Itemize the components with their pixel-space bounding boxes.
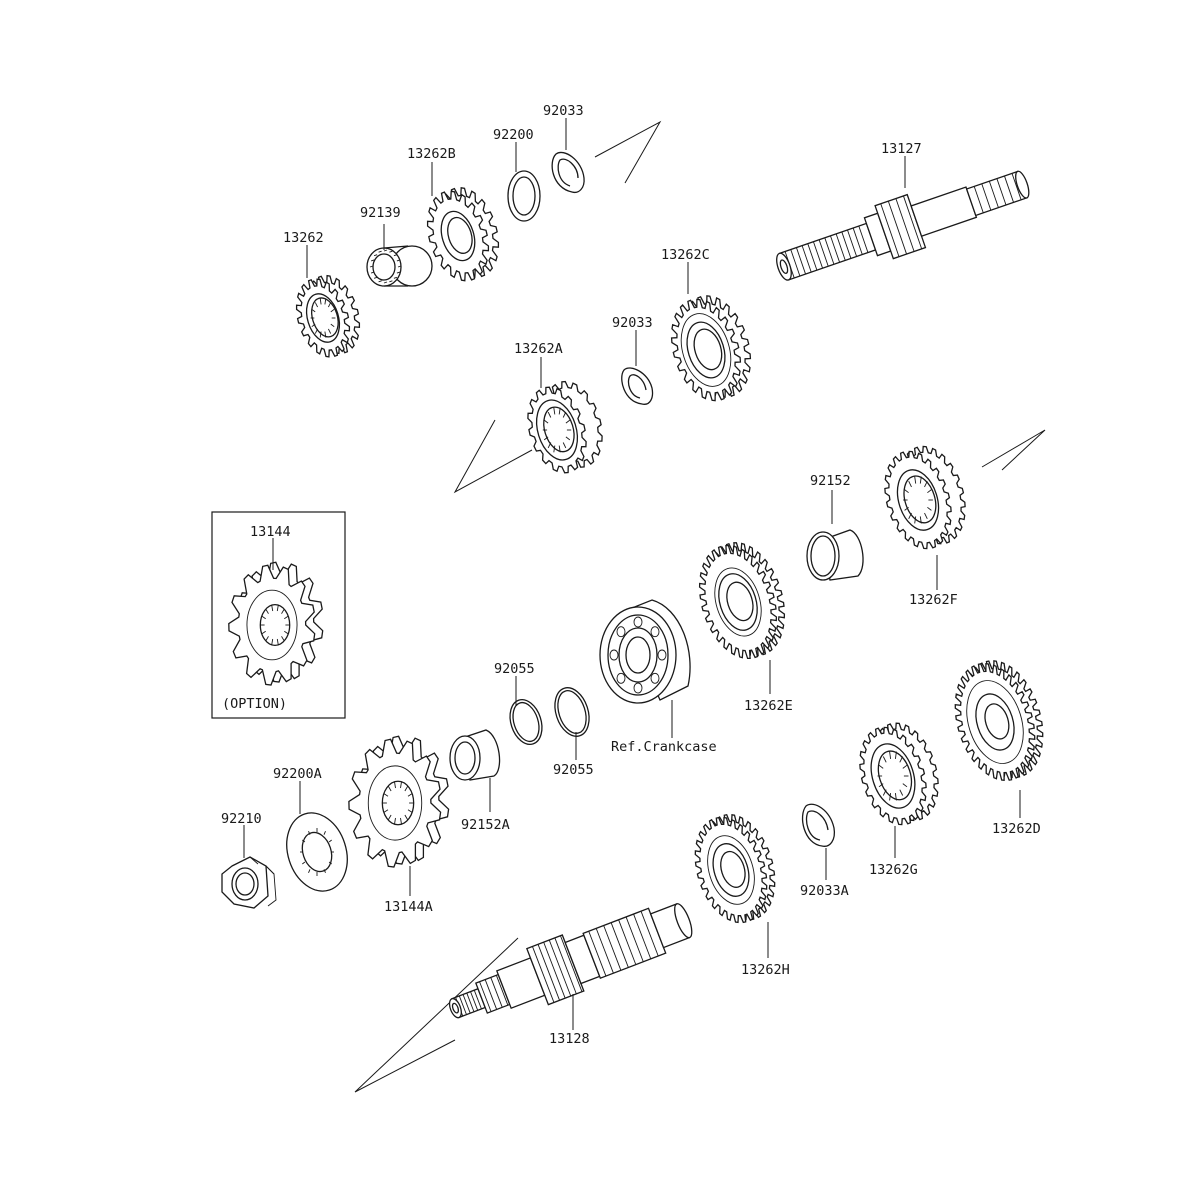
part-label-13262G: 13262G [869,862,918,878]
part-label-13262C: 13262C [661,247,710,263]
part-label-13144: 13144 [250,524,291,540]
part-label-92152A: 92152A [461,817,510,833]
shaft-13127[interactable]: 13127 [769,141,1036,295]
o-ring-92055-a[interactable]: 92055 [494,661,547,749]
part-label-13127: 13127 [881,141,922,157]
gear-13262G[interactable]: 13262G [859,722,939,878]
collar-92152A[interactable]: 92152A [449,729,510,833]
nut-92210[interactable]: 92210 [221,811,277,909]
circlip-92033A[interactable]: 92033A [800,803,849,899]
part-label-13262A: 13262A [514,341,563,357]
part-label-92055-a: 92055 [494,661,535,677]
part-label-13128: 13128 [549,1031,590,1047]
part-label-13262D: 13262D [992,821,1041,837]
ball-bearing-ref-crankcase[interactable]: Ref.Crankcase [599,599,717,755]
part-label-ref-crankcase: Ref.Crankcase [611,739,717,755]
gear-13262B[interactable]: 13262B [407,146,500,282]
part-label-13262: 13262 [283,230,324,246]
part-label-92210: 92210 [221,811,262,827]
part-label-92055-b: 92055 [553,762,594,778]
part-label-13262H: 13262H [741,962,790,978]
gear-13262H[interactable]: 13262H [694,814,790,978]
option-box: 13144 (OPTION) [211,511,346,719]
part-label-92200A: 92200A [273,766,322,782]
part-label-13262E: 13262E [744,698,793,714]
washer-92200[interactable]: 92200 [493,127,541,222]
part-label-92033A: 92033A [800,883,849,899]
part-label-92139: 92139 [360,205,401,221]
part-label-13262F: 13262F [909,592,958,608]
part-label-92033-top: 92033 [543,103,584,119]
gear-13262E[interactable]: 13262E [698,542,793,714]
option-label: (OPTION) [222,696,287,712]
circlip-92033-top[interactable]: 92033 [543,103,585,194]
part-label-13262B: 13262B [407,146,456,162]
part-label-13144A: 13144A [384,899,433,915]
gear-13262[interactable]: 13262 [283,230,361,358]
part-label-92152: 92152 [810,473,851,489]
circlip-92033-mid[interactable]: 92033 [612,315,654,405]
sprocket-13144A[interactable]: 13144A [348,735,450,915]
o-ring-92055-b[interactable]: 92055 [549,683,595,778]
bush-92152[interactable]: 92152 [806,473,864,581]
needle-bearing-92139[interactable]: 92139 [360,205,433,287]
washer-92200A[interactable]: 92200A [273,766,357,899]
part-label-92033-mid: 92033 [612,315,653,331]
axis-lines [354,120,1046,1093]
gear-13262F[interactable]: 13262F [884,445,966,609]
gear-13262A[interactable]: 13262A [514,341,603,474]
gear-13262D[interactable]: 13262D [954,660,1044,837]
part-label-92200: 92200 [493,127,534,143]
shaft-13128[interactable]: 13128 [440,891,700,1047]
gear-13262C[interactable]: 13262C [661,247,752,402]
